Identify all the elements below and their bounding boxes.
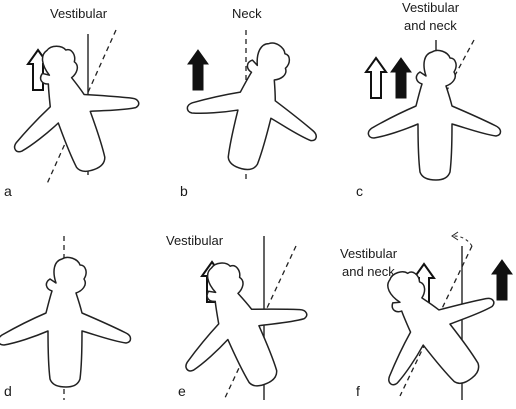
neck-filled-arrow-icon [390,57,412,99]
panel-a: Vestibular a [0,6,156,199]
rotation-arrow-icon [453,235,473,247]
panel-a-title: Vestibular [50,6,108,21]
neck-filled-arrow-icon [491,259,513,301]
panel-d: d [0,236,132,400]
panel-a-letter: a [4,183,12,199]
panel-c-monkey-figure [367,49,502,181]
neck-filled-arrow-icon [187,49,209,91]
vestibular-open-arrow-icon [365,57,387,99]
panel-b-letter: b [180,183,188,199]
panel-b-monkey-figure [175,25,337,186]
panel-b: Neck b [175,6,337,199]
panel-e: Vestibular e [151,233,327,409]
panel-a-monkey-figure [0,24,156,194]
panel-f-title-line2: and neck [342,264,395,279]
panel-f-letter: f [356,383,360,399]
panel-c-title-line2: and neck [404,18,457,33]
panel-c-letter: c [356,183,363,199]
panel-e-letter: e [178,383,186,399]
panel-d-letter: d [4,383,12,399]
panel-c-title-line1: Vestibular [402,0,460,15]
panel-f-monkey-figure [338,235,516,409]
panel-f: Vestibular and neck f [338,231,516,409]
panel-f-title-line1: Vestibular [340,246,398,261]
panel-b-title: Neck [232,6,262,21]
panel-d-monkey-figure [0,256,132,388]
panel-c: Vestibular and neck c [356,0,502,199]
panel-e-title: Vestibular [166,233,224,248]
rotation-arrowhead-icon [451,231,459,241]
